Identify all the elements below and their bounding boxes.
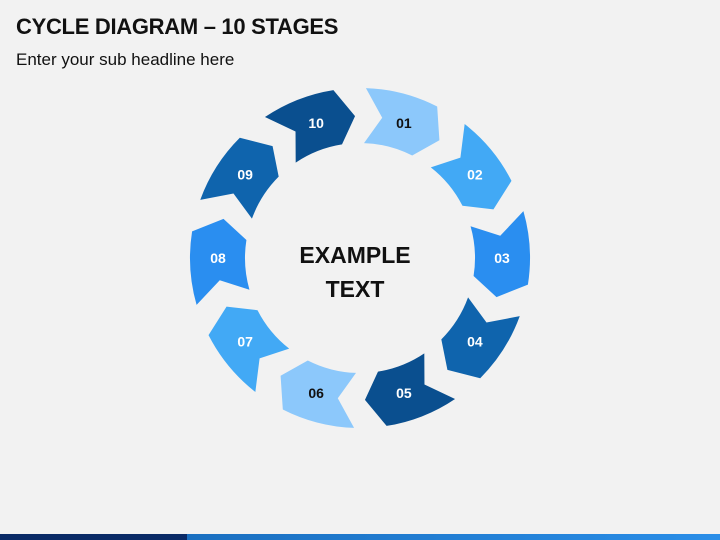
stage-06-label: 06: [308, 385, 324, 401]
stage-07-arrow: [208, 306, 290, 392]
stage-08-label: 08: [210, 250, 226, 266]
stage-04-arrow: [441, 297, 520, 379]
center-label-line1: EXAMPLE: [299, 242, 411, 268]
stage-09-arrow: [200, 137, 279, 219]
stage-05-arrow: [364, 353, 456, 426]
page-title: CYCLE DIAGRAM – 10 STAGES: [16, 14, 339, 39]
stage-03-label: 03: [494, 250, 510, 266]
center-label-line2: TEXT: [325, 276, 385, 302]
center-label: EXAMPLE TEXT: [255, 238, 455, 306]
stage-09-label: 09: [237, 167, 253, 183]
stage-03-arrow: [470, 211, 531, 298]
stage-02-label: 02: [467, 167, 483, 183]
stage-04-label: 04: [467, 333, 483, 349]
stage-10-arrow: [264, 90, 356, 163]
stage-01-label: 01: [396, 115, 412, 131]
stage-01-arrow: [364, 88, 440, 156]
stage-05-label: 05: [396, 385, 412, 401]
stage-07-label: 07: [237, 333, 253, 349]
page-subtitle: Enter your sub headline here: [16, 50, 235, 69]
stage-08-arrow: [189, 218, 250, 305]
stage-02-arrow: [430, 124, 512, 210]
stage-10-label: 10: [308, 115, 324, 131]
footer-bar: [0, 534, 720, 540]
stage-06-arrow: [280, 360, 356, 428]
